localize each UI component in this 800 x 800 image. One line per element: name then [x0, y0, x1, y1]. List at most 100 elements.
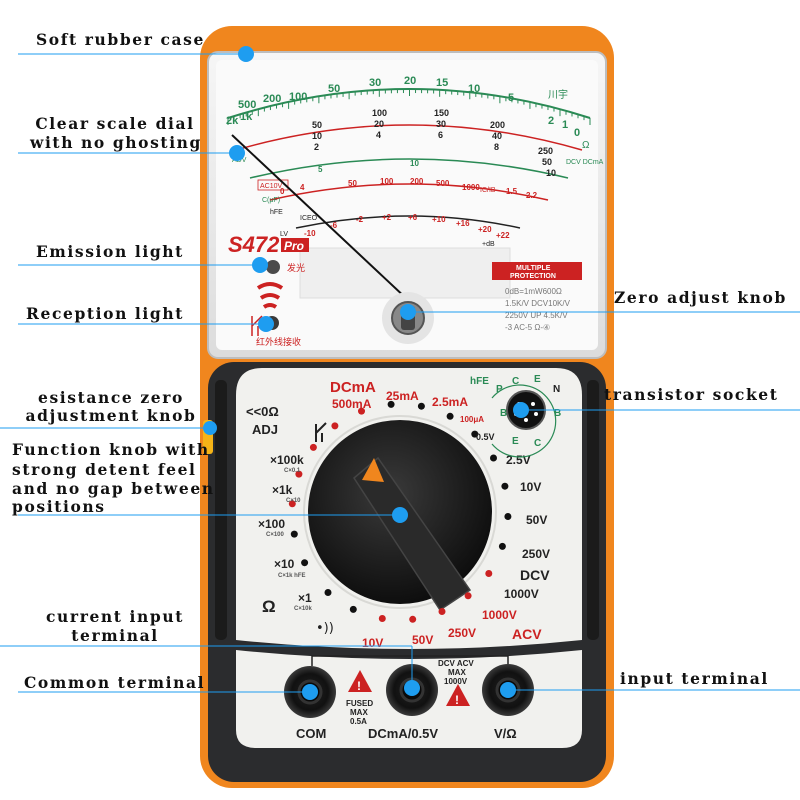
- socket-letter: E: [512, 436, 519, 447]
- hfe-scale-label: hFE: [270, 209, 283, 216]
- scale-db-label: +2: [382, 213, 392, 222]
- dial-position-dot: [498, 542, 506, 550]
- emission-light: [266, 260, 280, 274]
- callout-function-knob-line4: positions: [12, 497, 106, 516]
- cuf-label: C(μF): [262, 197, 280, 204]
- protection-badge: [492, 262, 582, 280]
- emission-label: 发光: [287, 262, 305, 274]
- dcv-position-label[interactable]: 1000V: [504, 587, 539, 601]
- ohm-range-sub: C×10: [286, 498, 301, 504]
- ohm-range-label[interactable]: ×1k: [272, 483, 293, 497]
- ohm-range-label[interactable]: ×100k: [270, 453, 304, 467]
- hfe-label: hFE: [470, 376, 489, 387]
- plus-db-label: +dB: [482, 241, 495, 248]
- knob-pointer-bar: [353, 456, 472, 612]
- callout-clear-scale-line2: with no ghosting: [30, 133, 202, 152]
- scale-top-label: 10: [468, 83, 480, 95]
- selector-ring: [303, 415, 497, 609]
- ic-ib-label: IC/IB: [480, 187, 496, 194]
- acv-position-label[interactable]: 10V: [362, 636, 383, 650]
- callout-reception-light: Reception light: [26, 304, 184, 323]
- scale-top-label: 1: [562, 119, 568, 131]
- callout-resistance-zero-line2: adjustment knob: [25, 406, 197, 425]
- acv-scale-arc: [249, 158, 569, 179]
- scale-top-label: 500: [238, 99, 256, 111]
- spec-line: 0dB=1mW600Ω: [505, 287, 562, 296]
- cap-scale-arc: [269, 183, 549, 201]
- badge-line1: MULTIPLE: [516, 265, 551, 272]
- dial-position-dot: [485, 570, 493, 577]
- dcma-position-label[interactable]: 500mA: [332, 397, 372, 411]
- dcma-position-label[interactable]: 2.5mA: [432, 395, 468, 409]
- dcma-position-label[interactable]: 25mA: [386, 389, 419, 403]
- lv-label: LV: [280, 231, 288, 238]
- warn-line2: MAX: [448, 668, 466, 677]
- fused-line1: FUSED: [346, 699, 373, 708]
- dcv-position-label[interactable]: 250V: [522, 547, 550, 561]
- scale-top-label: 1k: [240, 111, 253, 123]
- socket-letter: N: [553, 384, 560, 395]
- callout-dot: [500, 682, 516, 698]
- scale-low-label: 2.2: [526, 191, 538, 200]
- callout-dot: [252, 257, 268, 273]
- callout-dot: [392, 507, 408, 523]
- v-ohm-label: V/Ω: [494, 726, 517, 741]
- ohm-symbol: Ω: [262, 597, 276, 616]
- dial-position-dot: [301, 559, 309, 567]
- socket-letter: C: [534, 438, 541, 449]
- model-suffix: Pro: [284, 239, 304, 253]
- callout-common-terminal: Common terminal: [24, 673, 206, 692]
- dial-position-dot: [378, 615, 386, 622]
- scale-mid-label: 4: [376, 130, 381, 140]
- dial-position-dot: [387, 400, 395, 408]
- mirror-strip: [299, 247, 511, 299]
- dial-position-dot: [504, 513, 512, 520]
- dcma-position-label[interactable]: 0.5V: [476, 432, 495, 442]
- ohm-range-sub: C×0.1: [284, 468, 301, 474]
- dcma-position-label[interactable]: 100μA: [460, 415, 484, 424]
- ohm-range-label[interactable]: ×100: [258, 517, 285, 531]
- reception-label: 红外线接收: [256, 336, 301, 348]
- model-name: S472: [228, 232, 280, 257]
- callout-dot: [238, 46, 254, 62]
- acv-label: ACV: [512, 626, 542, 642]
- dcv-position-label[interactable]: 50V: [526, 513, 547, 527]
- ohm-range-label[interactable]: ×1: [298, 591, 312, 605]
- socket-letter: C: [512, 376, 519, 387]
- acv-position-label[interactable]: 50V: [412, 633, 433, 647]
- scale-db-label: +16: [456, 219, 470, 228]
- dcv-position-label[interactable]: 10V: [520, 480, 541, 494]
- scale-mid-label: 8: [494, 142, 499, 152]
- scale-low-label: 1000: [462, 183, 480, 192]
- scale-db-label: +6: [408, 213, 418, 222]
- dial-position-dot: [331, 422, 339, 430]
- scale-top-label: 5: [508, 92, 514, 104]
- dial-position-dot: [501, 482, 509, 490]
- callout-emission-light: Emission light: [36, 242, 184, 261]
- right-grip: [587, 380, 599, 640]
- callout-dot: [513, 402, 529, 418]
- scale-db-label: -6: [330, 221, 338, 230]
- warning-mark: !: [455, 693, 459, 707]
- acv-position-label[interactable]: 250V: [448, 626, 476, 640]
- fused-line3: 0.5A: [350, 717, 367, 726]
- callout-current-input-line2: terminal: [71, 626, 159, 645]
- dial-position-dot: [438, 608, 446, 615]
- scale-low-label: 50: [348, 179, 357, 188]
- callout-dot: [302, 684, 318, 700]
- ir-signal-icon: [256, 282, 284, 309]
- dial-position-dot: [358, 407, 365, 415]
- callout-resistance-zero-line1: esistance zero: [38, 388, 184, 407]
- socket-pin: [534, 412, 538, 416]
- socket-letter: P: [496, 384, 503, 395]
- scale-top-label: 100: [289, 91, 307, 103]
- badge-line2: PROTECTION: [510, 273, 556, 280]
- callout-current-input-line1: current input: [46, 607, 184, 626]
- ohm-range-label[interactable]: ×10: [274, 557, 295, 571]
- socket-pin: [524, 418, 528, 422]
- scale-db-label: -2: [356, 215, 364, 224]
- dcv-dcma-label: DCV DCmA: [566, 159, 604, 166]
- fused-line2: MAX: [350, 708, 368, 717]
- acv-position-label[interactable]: 1000V: [482, 608, 517, 622]
- callout-dot: [400, 304, 416, 320]
